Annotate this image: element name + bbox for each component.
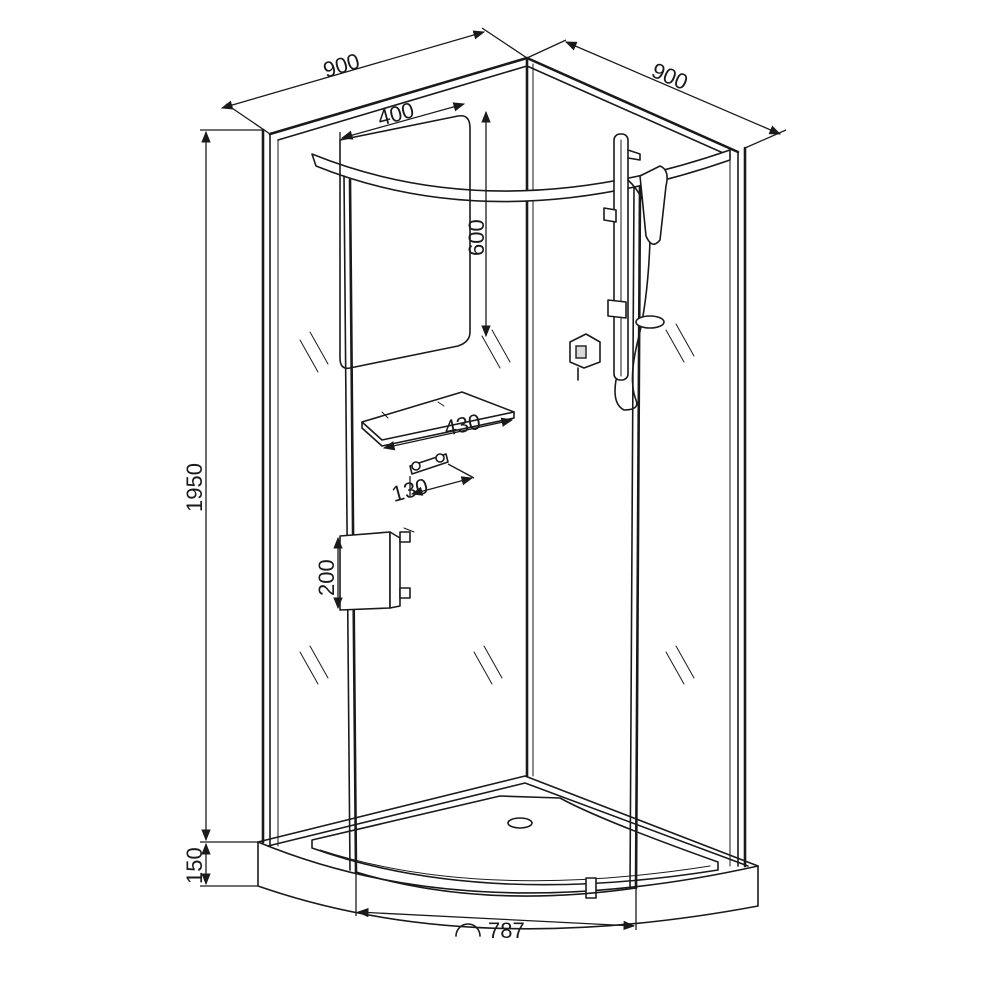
mixer-tap-icon <box>569 333 601 381</box>
cabin-frame <box>261 56 747 897</box>
dim-window-height: 600 <box>464 219 489 256</box>
glass-reflections <box>299 323 695 685</box>
dim-seat-height: 200 <box>314 559 339 596</box>
towel-holder <box>409 453 449 475</box>
back-window <box>339 114 471 370</box>
folding-seat <box>339 527 415 611</box>
glass-shelf <box>361 391 515 447</box>
shower-tray <box>257 775 759 930</box>
shower-rail <box>603 133 668 411</box>
diameter-icon <box>455 923 481 937</box>
dim-top-left-width: 900 <box>320 48 362 83</box>
dim-tray-height: 150 <box>182 847 207 884</box>
dim-door-opening: 787 <box>488 918 525 943</box>
dim-top-right-width: 900 <box>648 58 692 95</box>
hand-shower-icon <box>639 165 668 245</box>
dim-holder-width: 130 <box>389 473 431 507</box>
drain-icon <box>507 817 533 829</box>
dim-cabin-height: 1950 <box>182 463 207 512</box>
door-handle-icon <box>585 877 597 899</box>
dimension-lines <box>200 27 787 931</box>
